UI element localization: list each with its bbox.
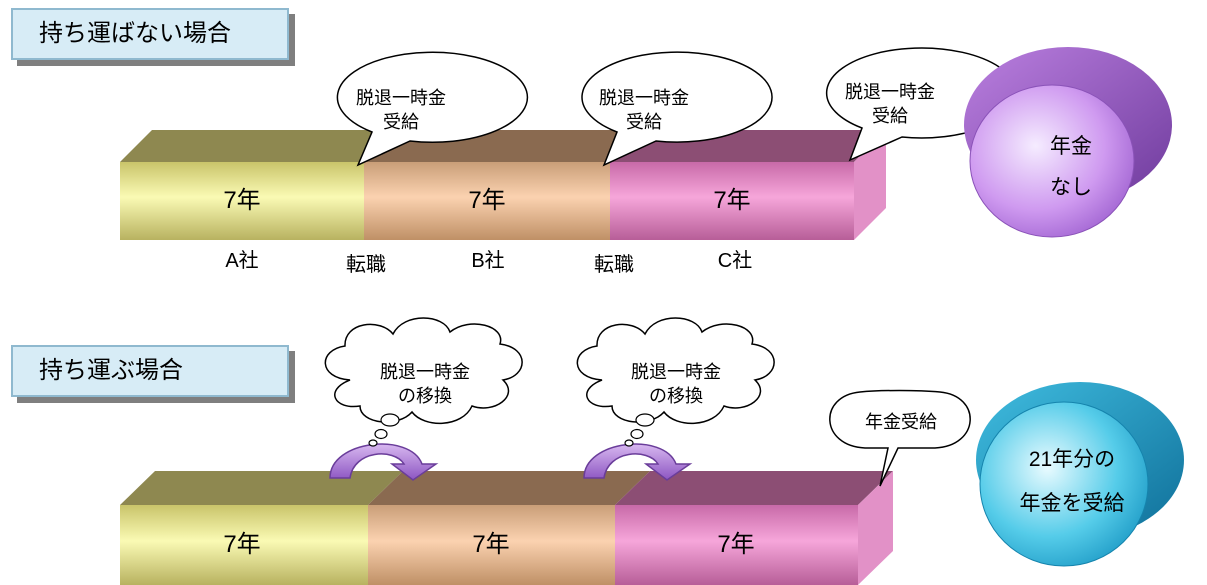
case2-seg1-years: 7年 <box>223 531 260 558</box>
case1-transition-2: 転職 <box>594 253 634 276</box>
thought-line1: 脱退一時金 <box>380 362 470 382</box>
case1-seg1-years: 7年 <box>223 187 260 214</box>
case1-result-disc: 年金 なし <box>964 47 1172 238</box>
case2-thought-1: 脱退一時金 の移換 <box>324 317 523 447</box>
case1-company-b: B社 <box>471 249 504 272</box>
case2-seg2-years: 7年 <box>472 531 509 558</box>
case1-company-a: A社 <box>225 249 258 272</box>
case1-callout-3: 脱退一時金 受給 <box>825 47 1018 162</box>
case2-seg3-front <box>615 505 858 585</box>
case2-seg2-top <box>368 471 650 505</box>
callout-line1: 脱退一時金 <box>599 88 689 108</box>
case1-company-c: C社 <box>718 249 752 272</box>
case2-result-line2: 年金を受給 <box>1020 492 1125 515</box>
case2-result-line1: 21年分の <box>1029 448 1115 471</box>
case2-seg3-top <box>615 471 893 505</box>
thought-line1: 脱退一時金 <box>631 362 721 382</box>
transfer-arrow-1 <box>329 443 439 481</box>
case2-callout-text: 年金受給 <box>865 412 937 432</box>
case1-seg2-front <box>364 162 610 240</box>
transfer-arrow-2 <box>583 443 693 481</box>
case2-label: 持ち運ぶ場合 <box>11 345 289 397</box>
callout-line2: 受給 <box>383 112 419 132</box>
case1-seg2-years: 7年 <box>468 187 505 214</box>
callout-line2: 受給 <box>626 112 662 132</box>
case2-result-disc: 21年分の 年金を受給 <box>976 382 1184 567</box>
case1-seg3-front <box>610 162 854 240</box>
case1-bar <box>120 130 886 240</box>
callout-line1: 脱退一時金 <box>845 82 935 102</box>
case2-seg1-front <box>120 505 368 585</box>
case1-callout-1: 脱退一時金 受給 <box>336 51 529 167</box>
case1-transition-1: 転職 <box>346 253 386 276</box>
callout-line2: 受給 <box>872 106 908 126</box>
case2-bar-side <box>858 471 893 585</box>
case2-callout: 年金受給 <box>829 389 971 487</box>
case2-seg2-front <box>368 505 615 585</box>
case1-seg3-years: 7年 <box>713 187 750 214</box>
case1-label: 持ち運ばない場合 <box>11 8 289 60</box>
case1-seg1-front <box>120 162 364 240</box>
case2-bar <box>120 471 893 585</box>
callout-line1: 脱退一時金 <box>356 88 446 108</box>
case1-result-line2: なし <box>1050 176 1092 199</box>
case1-result-line1: 年金 <box>1050 135 1092 158</box>
thought-line2: の移換 <box>649 386 703 406</box>
case2-seg1-top <box>120 471 403 505</box>
case2-seg3-years: 7年 <box>717 531 754 558</box>
case1-bar-side <box>854 130 886 240</box>
case1-seg1-top <box>120 130 396 162</box>
thought-line2: の移換 <box>398 386 452 406</box>
case2-thought-2: 脱退一時金 の移換 <box>576 317 775 447</box>
case1-callout-2: 脱退一時金 受給 <box>581 51 773 167</box>
